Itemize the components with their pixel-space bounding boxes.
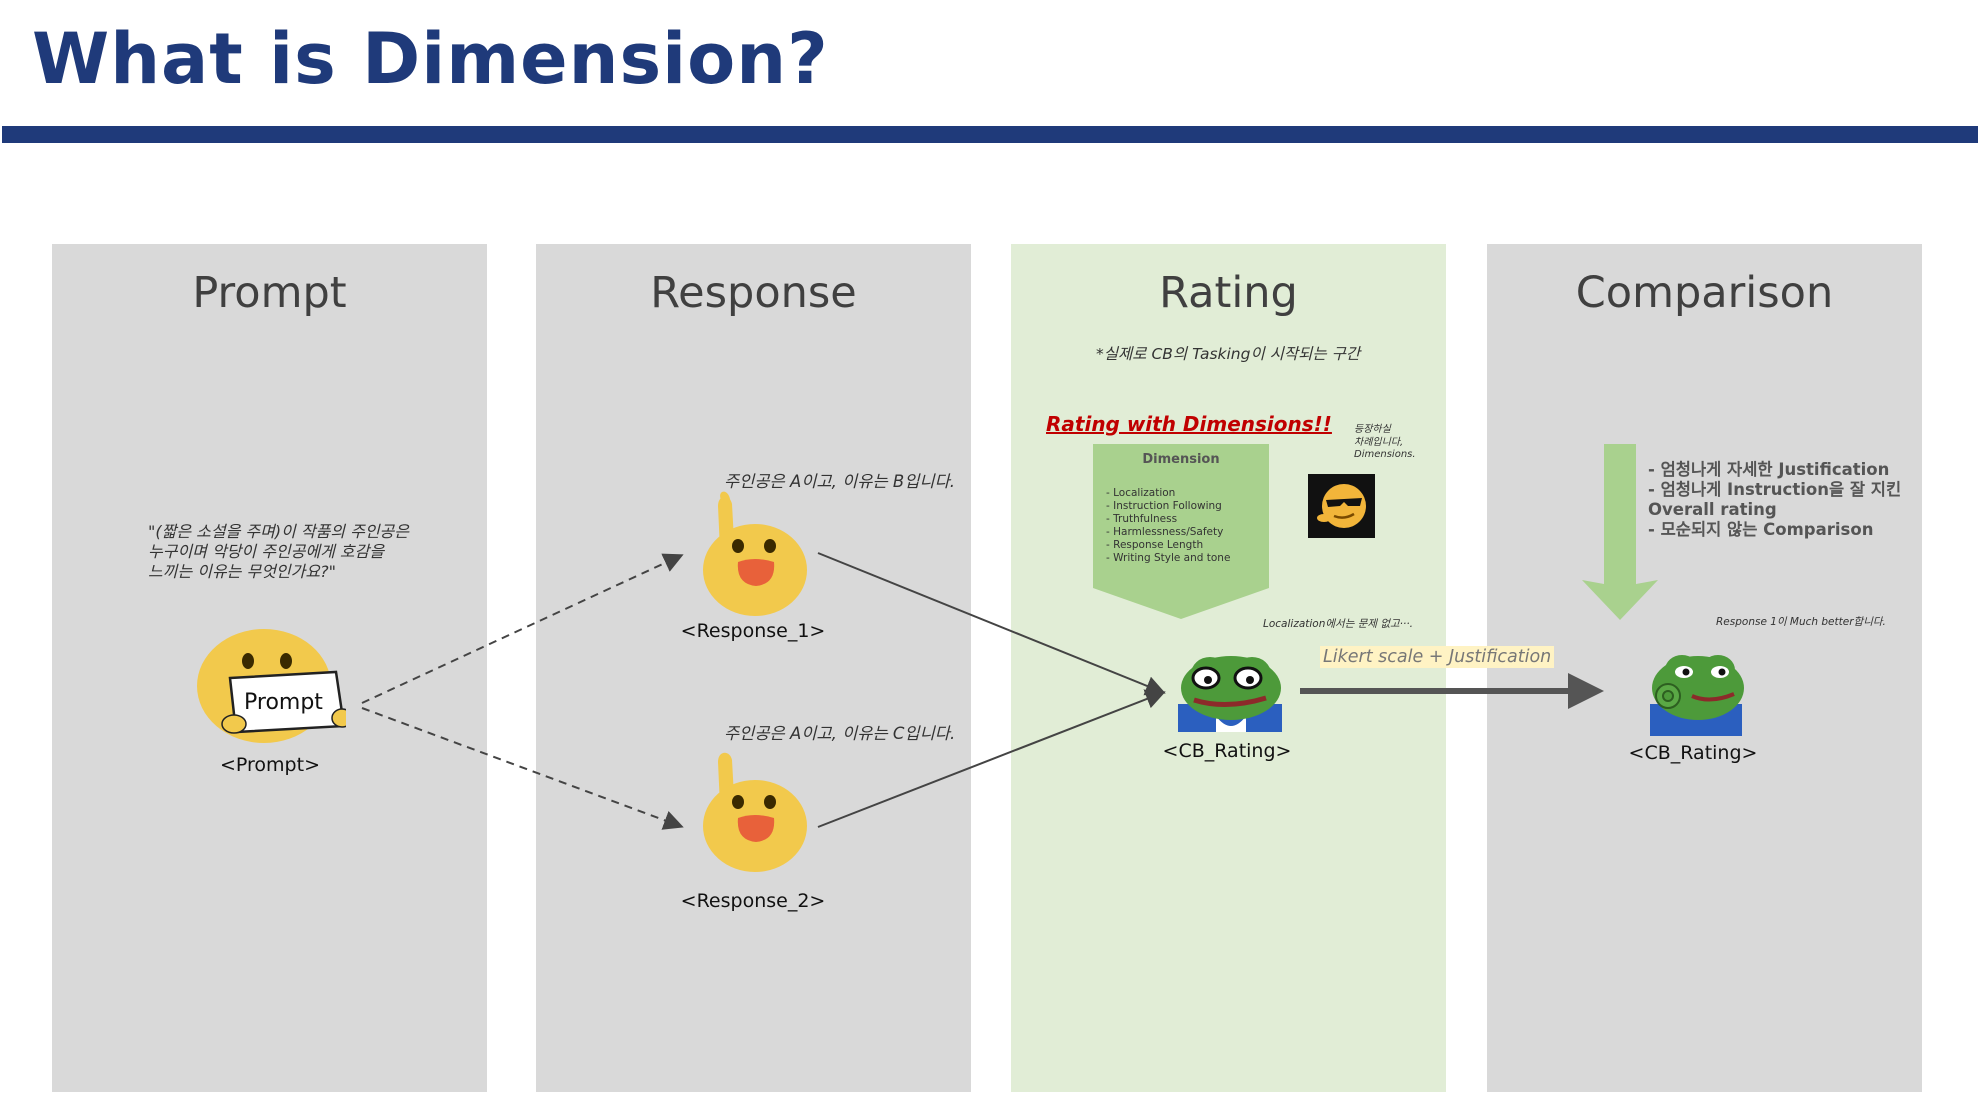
blob-raising-hand-icon — [703, 491, 807, 616]
cool-sunglasses-emoji-icon — [1308, 474, 1375, 538]
response-2-caption: <Response_2> — [680, 890, 826, 912]
prompt-caption: <Prompt> — [219, 754, 320, 776]
dashed-arrow-to-response-1 — [361, 553, 684, 704]
prompt-panel-title: Prompt — [192, 268, 347, 318]
comparison-panel-title: Comparison — [1575, 268, 1834, 318]
dimension-item: - Writing Style and tone — [1106, 552, 1231, 564]
prompt-quote: "(짧은 소설을 주며)이 작품의 주인공은 누구이며 악당이 주인공에게 호감… — [148, 522, 409, 581]
dimension-item: - Response Length — [1106, 539, 1204, 551]
dimension-list: - Localization - Instruction Following -… — [1106, 487, 1230, 565]
dimension-item: - Localization — [1106, 487, 1176, 499]
response-1-text: 주인공은 A이고, 이유는 B입니다. — [724, 472, 955, 491]
comparison-note: Response 1이 Much better합니다. — [1716, 616, 1886, 628]
comparison-caption: <CB_Rating> — [1628, 742, 1758, 764]
title-rule — [2, 126, 1978, 143]
rating-note: *실제로 CB의 Tasking이 시작되는 구간 — [1096, 345, 1361, 363]
localization-note: Localization에서는 문제 없고···. — [1263, 618, 1414, 630]
dashed-arrow-to-response-2 — [361, 707, 684, 830]
arrow-response-1-to-rating — [817, 552, 1166, 696]
dimension-item: - Truthfulness — [1106, 513, 1178, 525]
dimension-pentagon-shape — [1093, 444, 1269, 619]
response-panel-title: Response — [650, 268, 857, 318]
blob-raising-hand-icon — [703, 752, 807, 872]
arrow-response-2-to-rating — [817, 689, 1166, 828]
prompt-sign-label: Prompt — [244, 690, 323, 715]
rating-caption: <CB_Rating> — [1162, 740, 1292, 762]
blob-holding-sign-icon — [197, 629, 346, 743]
dimensions-side-note: 등장하실 차례입니다, Dimensions. — [1354, 424, 1416, 460]
dimension-item: - Instruction Following — [1106, 500, 1222, 512]
dimension-title: Dimension — [1142, 452, 1220, 467]
response-panel: Response — [536, 244, 971, 1092]
response-1-caption: <Response_1> — [680, 620, 826, 642]
comparison-bullets: - 엄청나게 자세한 Justification - 엄청나게 Instruct… — [1648, 460, 1902, 539]
rating-panel-title: Rating — [1159, 268, 1298, 318]
likert-justification-label: Likert scale + Justification — [1320, 646, 1555, 668]
frog-face-icon — [1178, 656, 1282, 732]
frog-ok-hand-icon — [1650, 655, 1744, 736]
rating-headline: Rating with Dimensions!! — [1046, 412, 1332, 436]
page-title: What is Dimension? — [32, 18, 829, 100]
response-2-text: 주인공은 A이고, 이유는 C입니다. — [724, 724, 956, 743]
dimension-item: - Harmlessness/Safety — [1106, 526, 1224, 538]
green-down-arrow-icon — [1582, 444, 1658, 620]
